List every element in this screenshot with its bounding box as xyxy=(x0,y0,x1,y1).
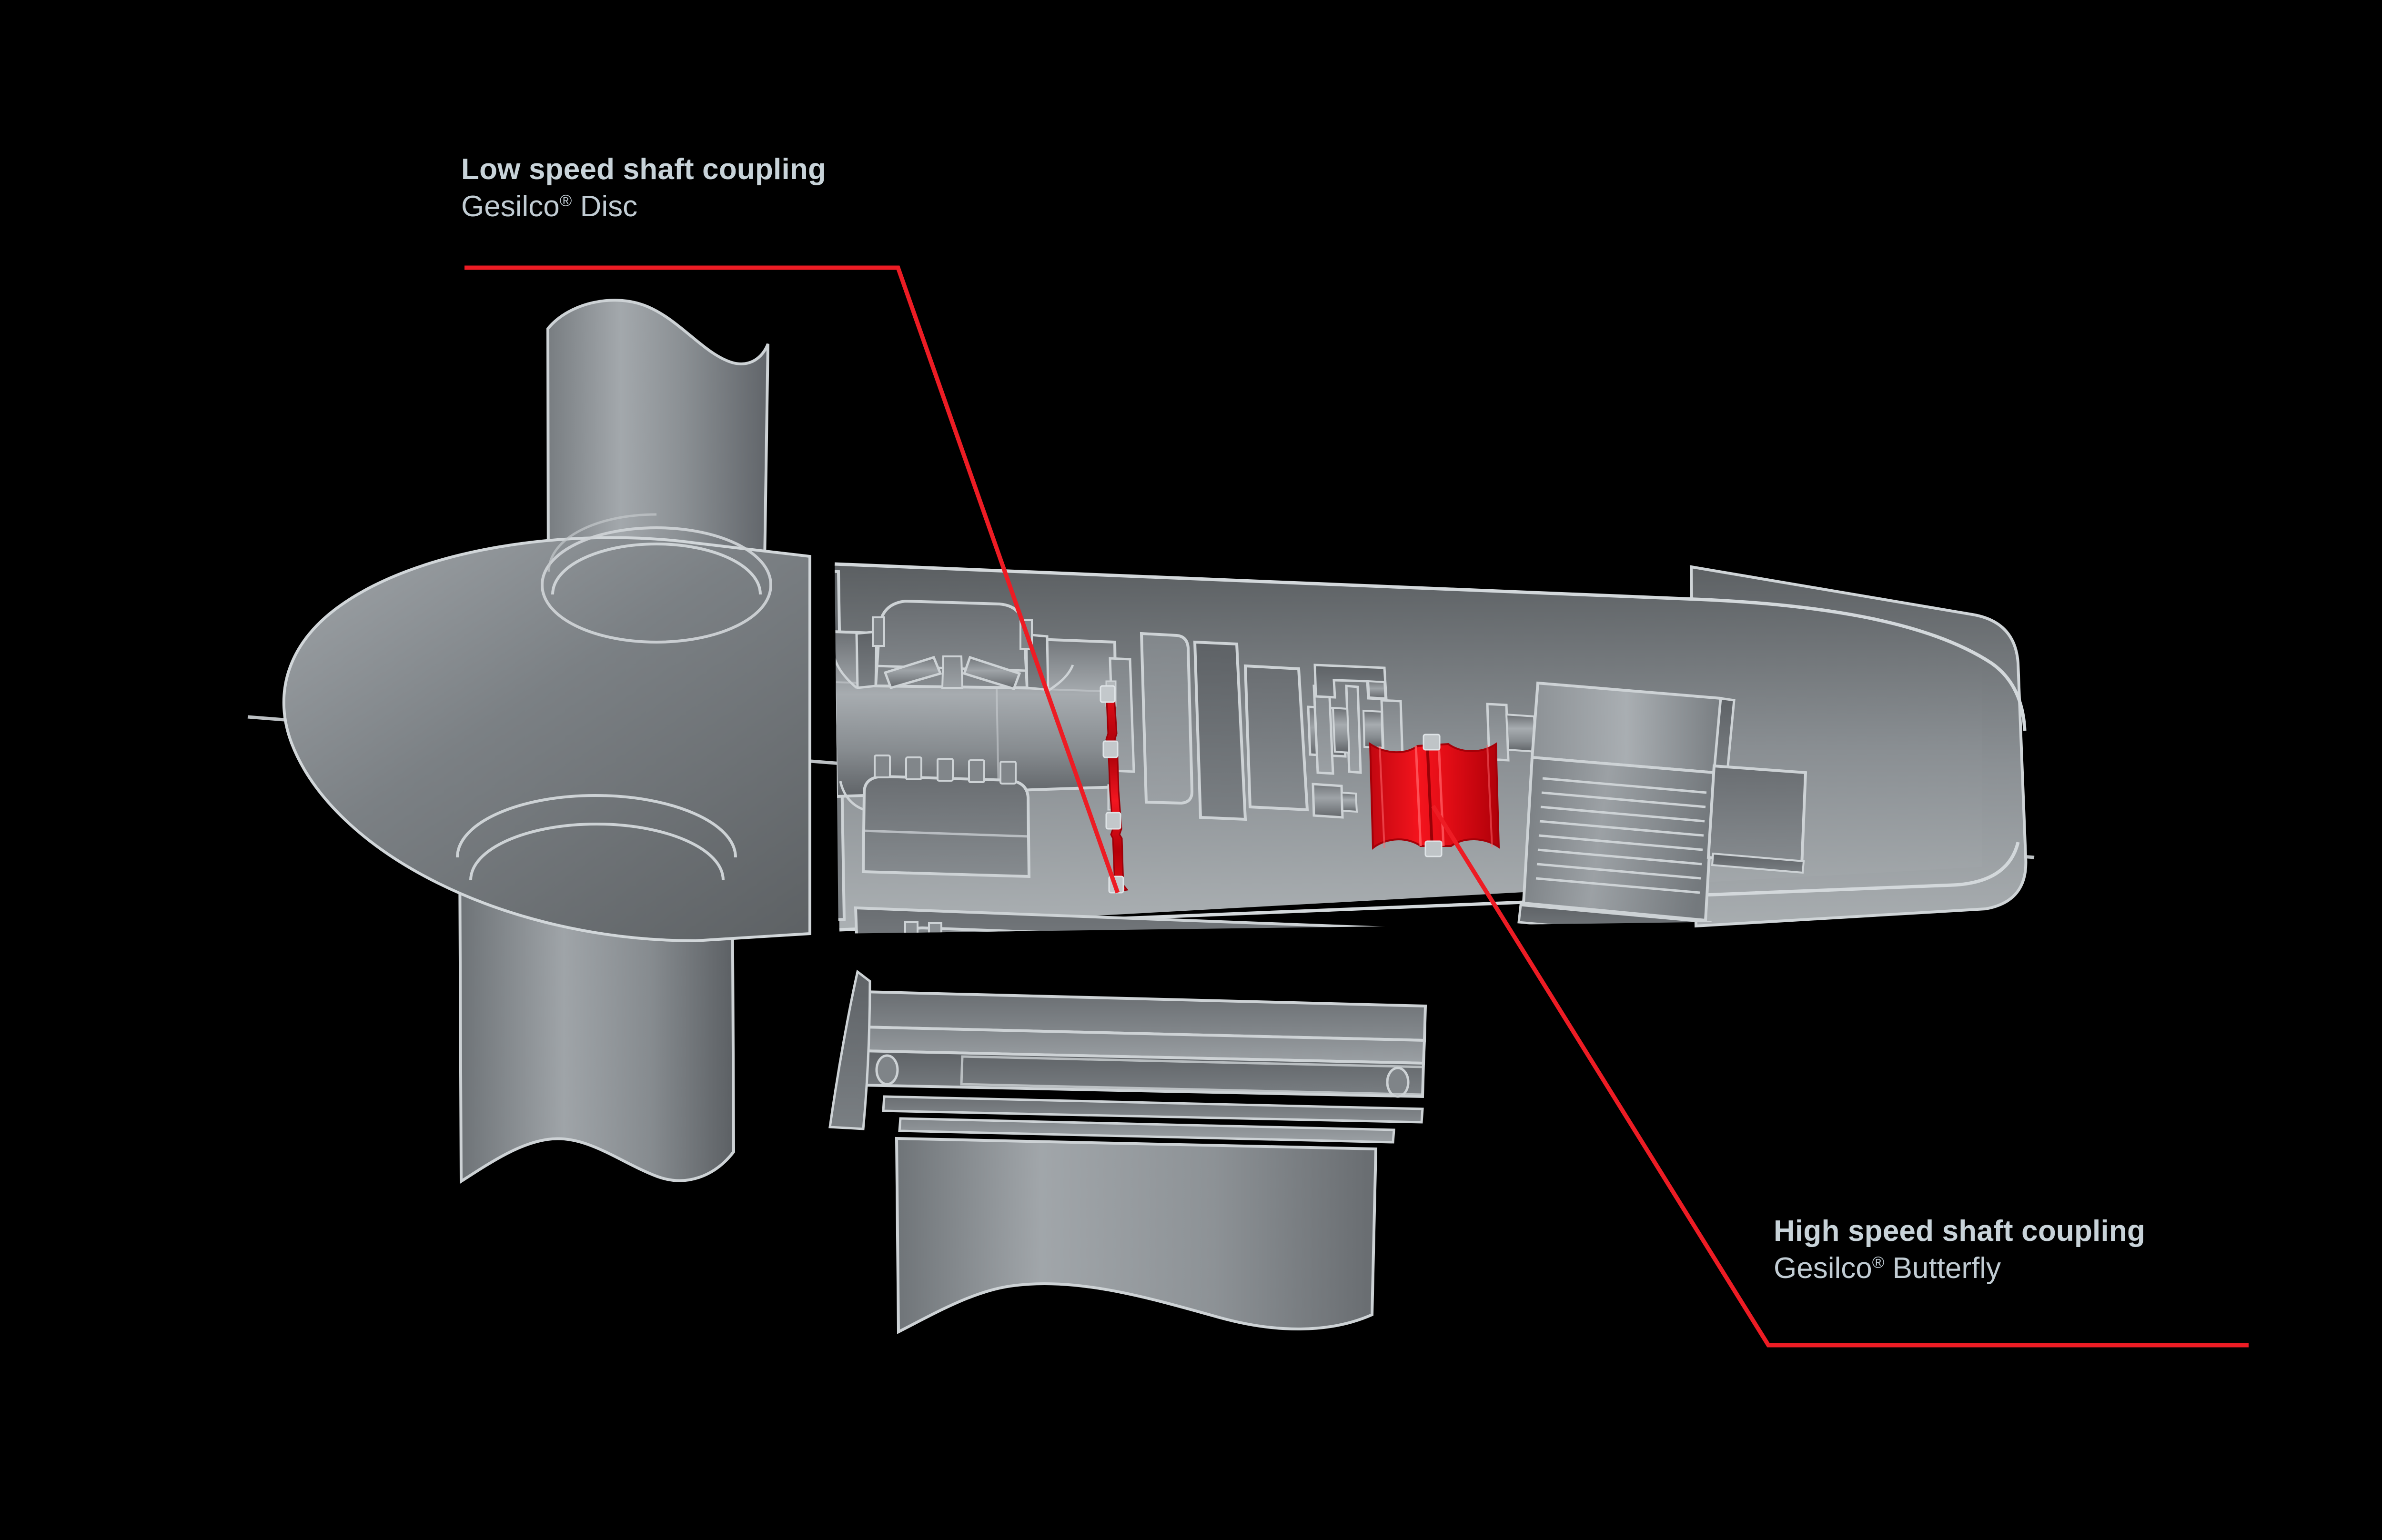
leader-line-high-speed xyxy=(1431,805,2249,1348)
yaw-bearing xyxy=(828,969,1427,1144)
yaw-bolt-hole-right xyxy=(1386,1067,1410,1098)
rotor-hub-nose-cone xyxy=(282,513,811,943)
low-speed-shaft-coupling-disc xyxy=(1100,685,1129,894)
blade-root-collar-lower xyxy=(456,794,737,881)
registered-trademark-icon: ® xyxy=(559,191,572,210)
callout-low-product-suffix: Disc xyxy=(572,190,638,223)
gearbox-bolt-heads xyxy=(874,755,1017,785)
yaw-bolt-hole-left xyxy=(875,1054,899,1086)
callout-high-speed-shaft-coupling: High speed shaft coupling Gesilco® Butte… xyxy=(1774,1217,2145,1283)
callout-low-product: Gesilco® Disc xyxy=(461,192,826,221)
blade-root-collar-upper xyxy=(540,513,773,644)
callout-low-speed-shaft-coupling: Low speed shaft coupling Gesilco® Disc xyxy=(461,155,826,221)
callout-high-title: High speed shaft coupling xyxy=(1774,1215,2146,1248)
bedplate-frame xyxy=(854,906,1431,934)
gearbox-lower-case xyxy=(839,755,1031,878)
high-speed-shaft xyxy=(1362,699,1537,762)
tapered-roller-bearing xyxy=(883,655,1021,691)
callout-high-product-suffix: Butterfly xyxy=(1884,1252,2001,1285)
callout-high-product: Gesilco® Butterfly xyxy=(1774,1254,2145,1283)
leader-lines xyxy=(464,265,2249,1348)
callout-low-title: Low speed shaft coupling xyxy=(461,153,827,186)
tower xyxy=(895,1137,1378,1334)
leader-line-low-speed xyxy=(464,265,1120,894)
generator-cooling-fins xyxy=(1535,777,1707,894)
callout-low-product-name: Gesilco xyxy=(461,190,560,223)
hub-rear-flange xyxy=(835,567,846,924)
high-speed-shaft-coupling-butterfly xyxy=(1369,734,1500,857)
gearbox-housing xyxy=(1193,640,1388,821)
registered-trademark-icon: ® xyxy=(1872,1253,1885,1272)
callout-high-product-name: Gesilco xyxy=(1774,1252,1872,1285)
blade-root-upper xyxy=(546,299,769,595)
generator-support-frame xyxy=(1514,928,1711,934)
